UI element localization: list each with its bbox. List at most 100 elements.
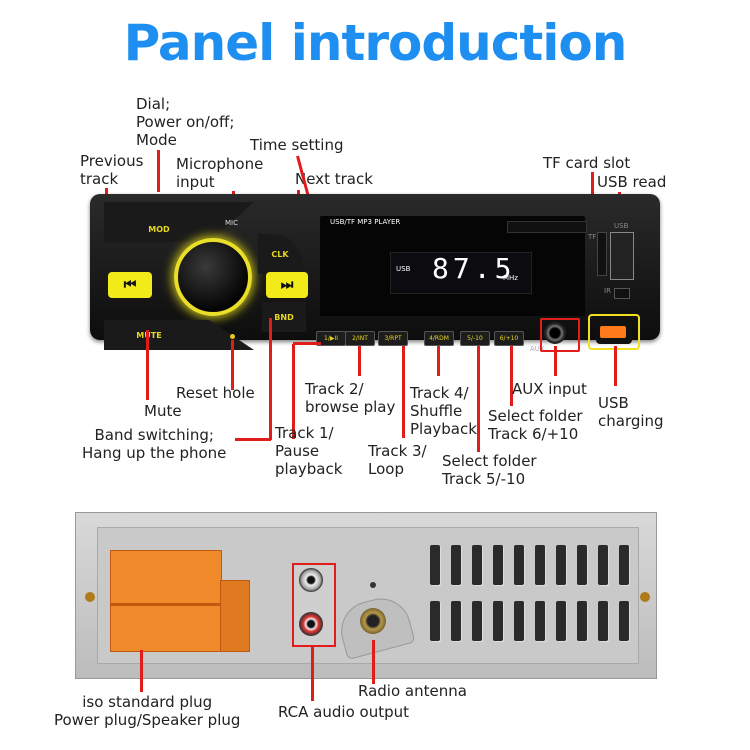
microphone-input-label: Microphone input (176, 155, 264, 191)
vent-slot (430, 601, 440, 641)
aux-label: AUX (530, 345, 545, 353)
track6-button-label: 6/+10 (499, 335, 519, 342)
dial-label: Dial; Power on/off; Mode (136, 95, 235, 149)
iso-plug-clip (220, 580, 250, 652)
usb-charging-callout-line (614, 346, 617, 386)
reset-callout-line (231, 340, 234, 390)
aux-highlight (540, 318, 580, 352)
lcd-frequency: 87.5 (432, 252, 516, 285)
usb-charging-label: USB charging (598, 394, 664, 430)
band-switching-label: Band switching; Hang up the phone (82, 426, 227, 462)
mute-callout-line (146, 330, 149, 400)
volume-dial-knob[interactable] (174, 238, 252, 316)
vent-slot (472, 601, 482, 641)
page-title: Panel introduction (123, 14, 628, 72)
vent-slot (577, 601, 587, 641)
rca-output-red[interactable] (299, 612, 323, 636)
track4-button-label: 4/RDM (429, 335, 449, 342)
vent-slot (514, 545, 524, 585)
track6-button[interactable]: 6/+10 (494, 331, 524, 346)
antenna-callout-line (372, 640, 375, 684)
vent-slot (493, 545, 503, 585)
track4-label: Track 4/ Shuffle Playback (410, 384, 477, 438)
vent-slot (619, 545, 629, 585)
vent-slot (556, 601, 566, 641)
rca-output-label: RCA audio output (278, 703, 409, 721)
vent-slot (472, 545, 482, 585)
lcd-usb-indicator: USB (396, 265, 411, 273)
vent-slot (598, 601, 608, 641)
reset-hole-label: Reset hole (176, 384, 255, 402)
lcd-screen (390, 252, 532, 294)
usb-read-label: USB read (597, 173, 667, 191)
vent-slot (619, 601, 629, 641)
track5-button[interactable]: 5/-10 (460, 331, 490, 346)
mute-label-callout: Mute (144, 402, 182, 420)
track3-callout-line (402, 346, 405, 438)
next-track-button[interactable]: ⏭ (266, 272, 308, 298)
vent-slot (493, 601, 503, 641)
tf-label: TF (588, 233, 597, 241)
track3-button-label: 3/RPT (384, 335, 402, 342)
iso-plug-divider (110, 603, 220, 606)
track3-button[interactable]: 3/RPT (378, 331, 408, 346)
track1-button-label: 1/▶II (324, 335, 338, 342)
rca-output-white[interactable] (299, 568, 323, 592)
previous-track-label: Previous track (80, 152, 144, 188)
bnd-callout-line (269, 318, 272, 440)
vent-slot (598, 545, 608, 585)
mic-label: MIC (225, 219, 238, 227)
aux-input-jack[interactable] (544, 322, 566, 344)
previous-track-button[interactable]: ⏮ (108, 272, 152, 298)
track3-label: Track 3/ Loop (368, 442, 427, 478)
mod-label: MOD (148, 224, 170, 234)
aux-input-label: AUX input (512, 380, 587, 398)
usb-charging-port[interactable] (600, 326, 626, 338)
track1-callout-h (293, 342, 321, 345)
tf-card-slot-label: TF card slot (543, 154, 631, 172)
screw-right (640, 592, 650, 602)
reset-hole[interactable] (230, 334, 235, 339)
vent-slot (535, 601, 545, 641)
clk-label: CLK (271, 249, 289, 259)
radio-antenna-label: Radio antenna (358, 682, 467, 700)
track1-callout-line (292, 344, 295, 439)
screw-left (85, 592, 95, 602)
track2-label: Track 2/ browse play (305, 380, 396, 416)
usb-charging-highlight (588, 314, 640, 350)
track4-button[interactable]: 4/RDM (424, 331, 454, 346)
vent-slot (535, 545, 545, 585)
vent-slot (577, 545, 587, 585)
player-name: USB/TF MP3 PLAYER (330, 218, 401, 226)
track1-label: Track 1/ Pause playback (275, 424, 343, 478)
select-folder-5-label: Select folder Track 5/-10 (442, 452, 537, 488)
vent-slot (451, 545, 461, 585)
small-hole (370, 582, 376, 588)
dial-callout-line (157, 150, 160, 192)
usb-label: USB (614, 222, 629, 230)
next-track-icon: ⏭ (280, 277, 294, 293)
ir-label: IR (604, 287, 611, 295)
track5-callout-line (477, 346, 480, 452)
vent-slot (556, 545, 566, 585)
clk-button[interactable]: CLK (258, 234, 302, 274)
iso-standard-plug[interactable] (110, 550, 222, 652)
previous-track-icon: ⏮ (123, 277, 137, 293)
iso-plug-label: iso standard plug Power plug/Speaker plu… (54, 693, 241, 729)
cd-slot-line (507, 221, 587, 233)
iso-callout-line (140, 650, 143, 692)
bnd-label: BND (274, 312, 294, 322)
track2-callout-line (358, 346, 361, 376)
track2-button[interactable]: 2/INT (345, 331, 375, 346)
aux-callout-line (554, 346, 557, 376)
track5-button-label: 5/-10 (467, 335, 483, 342)
ir-sensor (614, 288, 630, 299)
track2-button-label: 2/INT (352, 335, 368, 342)
lcd-unit: MHz (503, 274, 518, 282)
rca-callout-line (311, 645, 314, 701)
radio-antenna-socket[interactable] (360, 608, 386, 634)
usb-read-port[interactable] (610, 232, 634, 280)
bnd-callout-h (235, 438, 271, 441)
vent-slot (514, 601, 524, 641)
tf-card-slot[interactable] (597, 232, 607, 276)
